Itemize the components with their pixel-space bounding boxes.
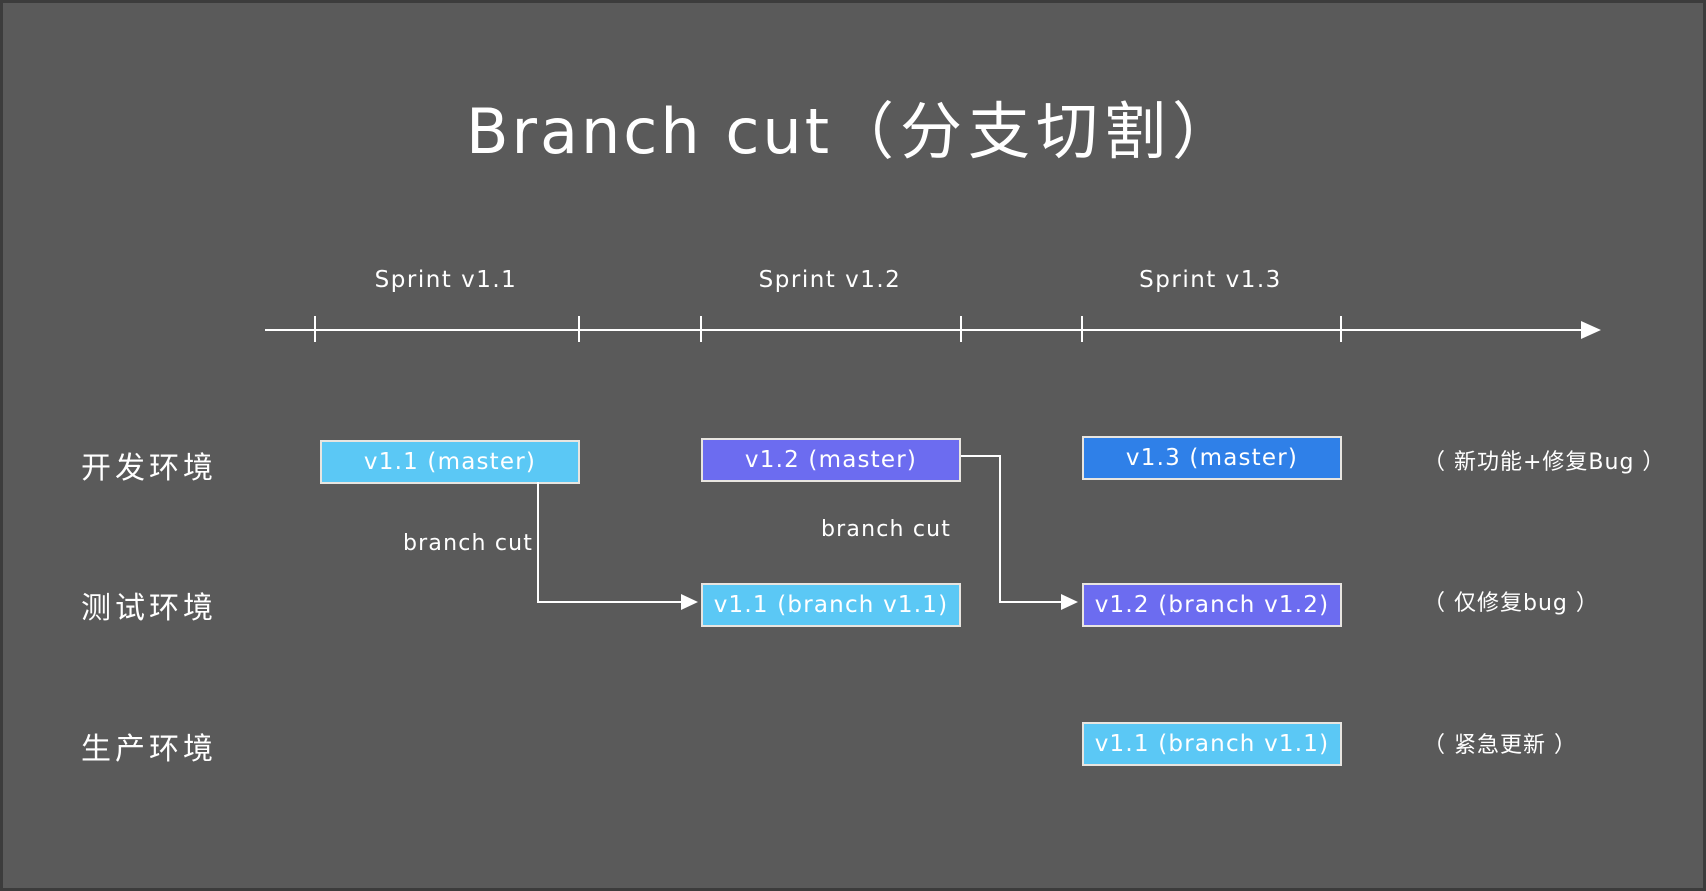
box-prod-v1-1-branch[interactable]: v1.1 (branch v1.1) — [1082, 722, 1342, 766]
connector-2-label: branch cut — [821, 517, 952, 542]
sprint-label-v12: Sprint v1.2 — [758, 267, 902, 293]
timeline-tick-1 — [578, 316, 580, 342]
timeline-tick-5 — [1340, 316, 1342, 342]
page-title-en: Branch cut — [465, 95, 833, 168]
row-note-dev: （ 新功能+修复Bug ） — [1423, 450, 1666, 475]
page-title: Branch cut（分支切割） — [3, 81, 1703, 171]
box-dev-v1-1-master[interactable]: v1.1 (master) — [320, 440, 580, 484]
timeline-arrow-icon — [1581, 321, 1601, 339]
box-test-v1-1-branch[interactable]: v1.1 (branch v1.1) — [701, 583, 961, 627]
connector-1-label: branch cut — [403, 531, 534, 556]
connector-2-vertical — [999, 455, 1001, 602]
connector-1-vertical — [537, 482, 539, 602]
sprint-label-v11: Sprint v1.1 — [374, 267, 518, 293]
page-title-cn: （分支切割） — [832, 95, 1241, 168]
sprint-label-v13: Sprint v1.3 — [1139, 267, 1282, 293]
connector-1-arrowhead-icon — [681, 594, 698, 610]
row-note-test: （ 仅修复bug ） — [1423, 591, 1599, 616]
connector-2-horizontal-top — [961, 455, 1001, 457]
row-note-prod: （ 紧急更新 ） — [1423, 733, 1577, 758]
row-label-prod: 生产环境 — [81, 732, 217, 767]
timeline-tick-0 — [314, 316, 316, 342]
connector-2-arrowhead-icon — [1061, 594, 1078, 610]
box-dev-v1-3-master[interactable]: v1.3 (master) — [1082, 436, 1342, 480]
timeline-tick-4 — [1081, 316, 1083, 342]
connector-1-horizontal — [537, 601, 683, 603]
row-label-test: 测试环境 — [81, 591, 217, 626]
timeline-tick-2 — [700, 316, 702, 342]
box-test-v1-2-branch[interactable]: v1.2 (branch v1.2) — [1082, 583, 1342, 627]
connector-2-horizontal-bottom — [999, 601, 1063, 603]
row-label-dev: 开发环境 — [81, 451, 217, 486]
timeline-axis-line — [265, 329, 1595, 331]
timeline-tick-3 — [960, 316, 962, 342]
box-dev-v1-2-master[interactable]: v1.2 (master) — [701, 438, 961, 482]
